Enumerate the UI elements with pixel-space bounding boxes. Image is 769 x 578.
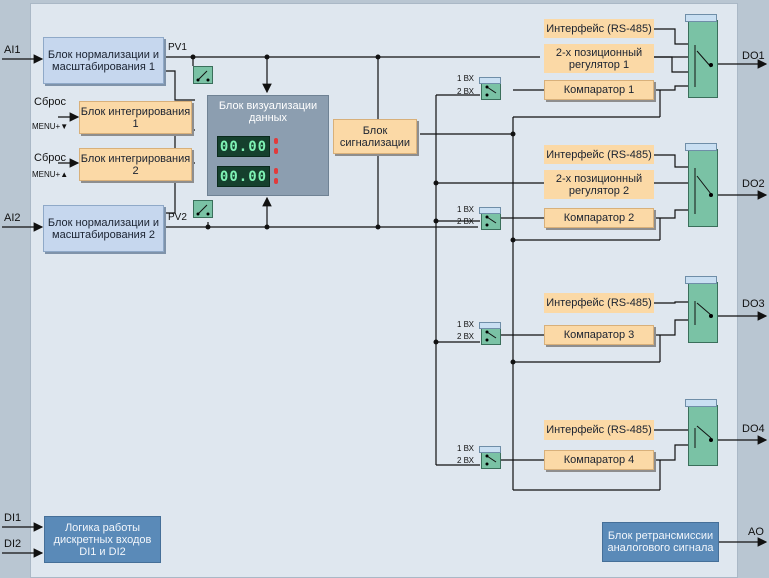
relay-switch-icon	[694, 45, 713, 87]
input-ai2-label: AI2	[4, 212, 21, 224]
display-row-2: 00.00	[217, 166, 270, 187]
pv2-label: PV2	[168, 212, 187, 223]
output-do2-label: DO2	[742, 178, 765, 190]
output-do1-label: DO1	[742, 50, 765, 62]
menu-hint-2: MENU+▲	[32, 170, 69, 179]
indicator-led-2a	[274, 168, 278, 174]
ch3-selector	[479, 322, 501, 345]
switch-icon	[485, 454, 497, 466]
switch-icon	[196, 70, 210, 82]
pv1-label: PV1	[168, 42, 187, 53]
indicator-led-1b	[274, 148, 278, 154]
ch4-in1-label: 1 ВХ	[457, 444, 474, 453]
normalization-block-1: Блок нормализации и масштабирования 1	[43, 37, 164, 84]
ch1-interface: Интерфейс (RS-485)	[544, 19, 654, 38]
ch4-selector	[479, 446, 501, 469]
relay-do3	[685, 276, 718, 343]
relay-switch-icon	[694, 168, 713, 214]
visualization-block: Блок визуализации данных 00.00 00.00	[207, 95, 329, 196]
menu-hint-1: MENU+▼	[32, 122, 69, 131]
switch-icon	[485, 330, 497, 342]
ch2-regulator: 2-х позиционный регулятор 2	[544, 170, 654, 199]
reset-label-2: Сброс	[34, 152, 66, 164]
display-row-1: 00.00	[217, 136, 270, 157]
output-do4-label: DO4	[742, 423, 765, 435]
integration-block-1: Блок интегрирования 1	[79, 101, 192, 134]
integration-block-2: Блок интегрирования 2	[79, 148, 192, 181]
ch3-in1-label: 1 ВХ	[457, 320, 474, 329]
indicator-led-2b	[274, 178, 278, 184]
relay-do2	[685, 143, 718, 227]
ch1-comparator: Компаратор 1	[544, 80, 654, 100]
input-di2-label: DI2	[4, 538, 22, 550]
indicator-led-1a	[274, 138, 278, 144]
input-ai1-label: AI1	[4, 44, 21, 56]
ch4-in2-label: 2 ВХ	[457, 456, 474, 465]
ch2-in1-label: 1 ВХ	[457, 205, 474, 214]
ch1-in1-label: 1 ВХ	[457, 74, 474, 83]
ch1-regulator: 2-х позиционный регулятор 1	[544, 44, 654, 73]
ch3-comparator: Компаратор 3	[544, 325, 654, 345]
output-do3-label: DO3	[742, 298, 765, 310]
relay-do4	[685, 399, 718, 466]
relay-switch-icon	[694, 301, 713, 325]
pv1-switch	[193, 66, 213, 84]
switch-icon	[485, 85, 497, 97]
switch-icon	[196, 204, 210, 216]
relay-do1	[685, 14, 718, 98]
reset-label-1: Сброс	[34, 96, 66, 108]
ch2-comparator: Компаратор 2	[544, 208, 654, 228]
discrete-logic-block: Логика работы дискретных входов DI1 и DI…	[44, 516, 161, 563]
ch2-in2-label: 2 ВХ	[457, 217, 474, 226]
signaling-block: Блок сигнализации	[333, 119, 417, 154]
pv2-switch	[193, 200, 213, 218]
ch4-interface: Интерфейс (RS-485)	[544, 420, 654, 440]
input-di1-label: DI1	[4, 512, 22, 524]
retransmission-block: Блок ретрансмиссии аналогового сигнала	[602, 522, 719, 562]
visualization-title: Блок визуализации данных	[218, 100, 318, 124]
switch-icon	[485, 215, 497, 227]
ch1-in2-label: 2 ВХ	[457, 87, 474, 96]
ch3-in2-label: 2 ВХ	[457, 332, 474, 341]
ch1-selector	[479, 77, 501, 100]
ch4-comparator: Компаратор 4	[544, 450, 654, 470]
relay-switch-icon	[694, 425, 713, 448]
ch2-selector	[479, 207, 501, 230]
normalization-block-2: Блок нормализации и масштабирования 2	[43, 205, 164, 252]
output-ao-label: AO	[748, 526, 764, 538]
ch3-interface: Интерфейс (RS-485)	[544, 293, 654, 313]
ch2-interface: Интерфейс (RS-485)	[544, 145, 654, 164]
